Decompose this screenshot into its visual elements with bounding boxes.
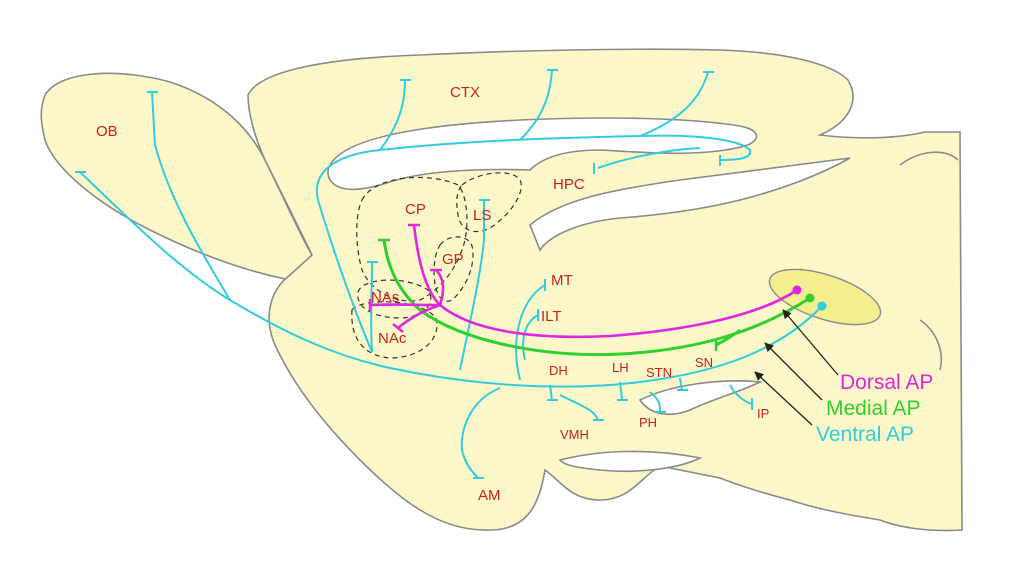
ventral-ctx-branch-3 bbox=[639, 71, 709, 137]
hippocampal-gap bbox=[529, 157, 851, 252]
label-ph: PH bbox=[639, 415, 657, 430]
legend-medial: Medial AP bbox=[826, 397, 921, 420]
dorsal-soma-icon bbox=[792, 285, 802, 295]
ventral-ip-branch bbox=[729, 384, 753, 405]
ventral-vmh-branch bbox=[559, 394, 599, 421]
label-ctx: CTX bbox=[450, 84, 480, 101]
medial-terminals bbox=[378, 238, 718, 351]
dorsal-gp-branch bbox=[435, 269, 445, 306]
ventral-pathway bbox=[79, 69, 823, 479]
ventral-hpc-branch bbox=[597, 147, 701, 169]
label-stn: STN bbox=[646, 365, 672, 380]
ventral-dh-branch bbox=[549, 384, 553, 401]
label-vmh: VMH bbox=[560, 427, 589, 442]
brainstem-fold bbox=[899, 151, 959, 371]
medial-pathway bbox=[382, 239, 811, 357]
label-nas: NAs bbox=[371, 289, 399, 306]
ventral-arrow-icon bbox=[754, 371, 813, 426]
dorsal-arrow-icon bbox=[782, 309, 839, 376]
legend-ventral: Ventral AP bbox=[816, 423, 914, 446]
ventral-ctx-branch-1 bbox=[379, 79, 406, 151]
terminal-icon bbox=[392, 323, 404, 333]
ventral-tegmental-nucleus bbox=[768, 268, 882, 326]
label-lh: LH bbox=[612, 360, 629, 375]
legend-dorsal: Dorsal AP bbox=[840, 371, 933, 394]
ventral-mt-branch bbox=[515, 284, 546, 381]
ventral-soma-icon bbox=[817, 301, 827, 311]
ventral-ls-branch bbox=[459, 200, 485, 371]
ventral-terminals bbox=[75, 69, 753, 479]
dorsal-nac-branch bbox=[397, 303, 441, 329]
ventral-ilt-branch bbox=[522, 314, 539, 361]
medial-soma-icon bbox=[805, 293, 815, 303]
ventral-ph-branch bbox=[649, 391, 661, 413]
dorsal-main-trunk bbox=[412, 224, 798, 339]
ventral-stn-branch bbox=[679, 377, 683, 391]
ventral-notch bbox=[558, 450, 703, 473]
label-ls: LS bbox=[473, 207, 491, 224]
label-mt: MT bbox=[551, 272, 573, 289]
dorsal-terminals bbox=[368, 223, 442, 333]
ventral-ctx-branch-2 bbox=[519, 69, 553, 141]
ventral-lh-branch bbox=[619, 381, 623, 401]
label-nac: NAc bbox=[378, 330, 407, 347]
gp-outline bbox=[433, 236, 474, 302]
label-hpc: HPC bbox=[553, 176, 585, 193]
label-ip: IP bbox=[757, 406, 769, 421]
ls-outline bbox=[456, 172, 522, 233]
ventral-main-trunk bbox=[79, 171, 823, 388]
ventral-ctx-trunk bbox=[315, 134, 752, 353]
medial-arrow-icon bbox=[764, 342, 823, 401]
medial-sn-branch bbox=[715, 328, 741, 347]
label-sn: SN bbox=[695, 355, 713, 370]
label-gp: GP bbox=[442, 251, 464, 268]
label-ilt: ILT bbox=[541, 308, 562, 325]
label-am: AM bbox=[478, 487, 501, 504]
dorsal-pathway bbox=[369, 224, 798, 339]
ventral-ob-branch bbox=[151, 91, 231, 301]
nac-outline bbox=[351, 301, 438, 359]
posterior-gap bbox=[638, 380, 763, 416]
legend: Dorsal AP Medial AP Ventral AP bbox=[816, 371, 933, 446]
label-dh: DH bbox=[549, 363, 568, 378]
region-labels: OB CTX HPC CP LS GP NAs NAc MT ILT DH LH… bbox=[96, 84, 769, 504]
label-cp: CP bbox=[405, 201, 426, 218]
label-ob: OB bbox=[96, 123, 118, 140]
ventral-am-branch bbox=[460, 387, 501, 479]
